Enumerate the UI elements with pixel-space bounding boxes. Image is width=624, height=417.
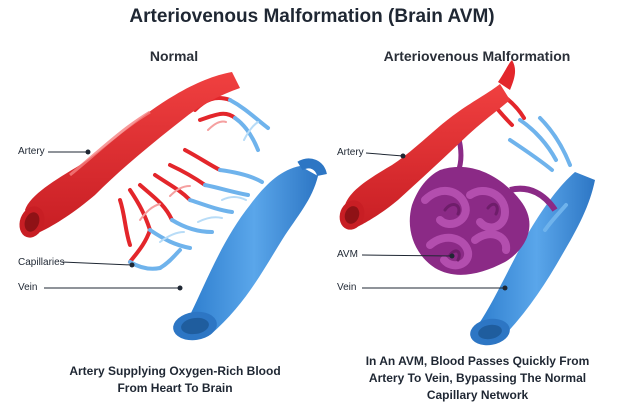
normal-panel-heading: Normal: [149, 48, 199, 64]
normal-caption-line-2: From Heart To Brain: [117, 381, 233, 395]
normal-diagram: [19, 72, 327, 341]
normal-vein: [173, 158, 327, 341]
avm-vein-label: Vein: [337, 282, 357, 293]
figure-title: Arteriovenous Malformation (Brain AVM): [129, 6, 495, 27]
avm-artery: [339, 60, 516, 230]
avm-diagram: [339, 60, 595, 346]
normal-capillaries-label: Capillaries: [18, 257, 65, 268]
avm-vein: [470, 172, 595, 346]
normal-vein-label: Vein: [18, 282, 38, 293]
avm-nidus-label: AVM: [337, 249, 358, 260]
normal-caption: Artery Supplying Oxygen-Rich Blood From …: [40, 363, 310, 397]
avm-panel-heading: Arteriovenous Malformation: [383, 48, 571, 64]
normal-artery-label: Artery: [18, 146, 45, 157]
avm-caption-line-2: Artery To Vein, Bypassing The Normal: [368, 371, 587, 385]
avm-caption-line-3: Capillary Network: [426, 388, 529, 402]
normal-caption-line-1: Artery Supplying Oxygen-Rich Blood: [69, 364, 281, 378]
avm-artery-label: Artery: [337, 147, 364, 158]
normal-leader-lines: [44, 151, 180, 289]
avm-caption: In An AVM, Blood Passes Quickly From Art…: [335, 353, 620, 404]
avm-leader-lines: [361, 152, 505, 289]
avm-caption-line-1: In An AVM, Blood Passes Quickly From: [365, 354, 590, 368]
normal-artery: [19, 72, 240, 238]
avm-nidus: [409, 134, 558, 275]
